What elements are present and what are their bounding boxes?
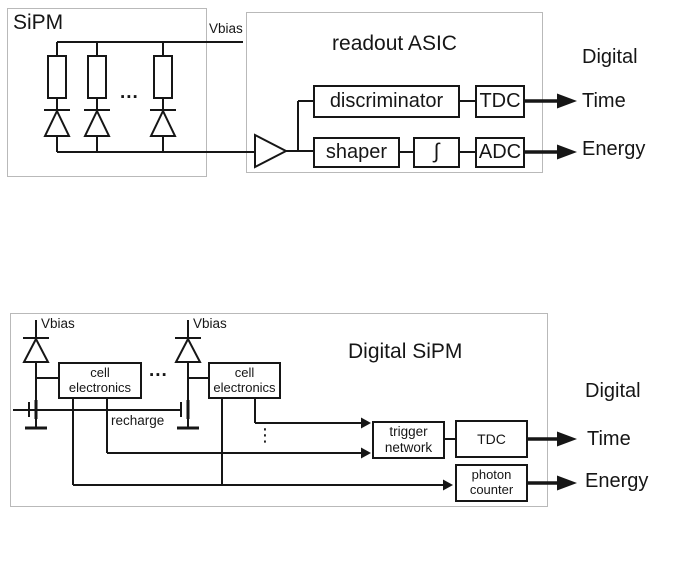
trigger-network-block: trigger network	[372, 421, 445, 459]
sipm-array-ellipsis: ...	[120, 82, 139, 103]
readout-asic-container-box	[246, 12, 543, 173]
vbias-label-cell2: Vbias	[193, 316, 227, 331]
discriminator-label: discriminator	[329, 90, 444, 112]
photon-counter-line1: photon	[471, 467, 512, 483]
trigger-inputs-ellipsis: ⋮	[256, 425, 274, 446]
digital-label-top: Digital	[582, 46, 638, 68]
vbias-label-cell1: Vbias	[41, 316, 75, 331]
shaper-block: shaper	[313, 137, 400, 168]
time-label-bottom: Time	[587, 428, 631, 450]
cell-electronics-block-2: cell electronics	[208, 362, 281, 399]
photon-counter-line2: counter	[469, 482, 514, 497]
cell-electronics-1-line1: cell	[90, 364, 110, 380]
integrator-symbol: ∫	[433, 140, 440, 164]
time-label-top: Time	[582, 90, 626, 112]
discriminator-block: discriminator	[313, 85, 460, 118]
adc-block: ADC	[475, 137, 525, 168]
recharge-label: recharge	[111, 413, 165, 428]
photon-counter-block: photon counter	[455, 464, 528, 502]
sipm-container-box	[7, 8, 207, 177]
cell-electronics-2-line1: cell	[234, 364, 255, 380]
tdc-label-bottom: TDC	[477, 430, 506, 447]
cell-electronics-2-line2: electronics	[213, 379, 276, 395]
energy-label-bottom: Energy	[585, 470, 649, 492]
digital-label-bottom: Digital	[585, 380, 641, 402]
adc-label: ADC	[478, 141, 522, 163]
vbias-label-top: Vbias	[209, 21, 243, 36]
integrator-block: ∫	[413, 137, 460, 168]
trigger-network-line1: trigger	[389, 424, 428, 440]
shaper-label: shaper	[325, 141, 388, 163]
trigger-network-line2: network	[384, 440, 433, 455]
energy-label-top: Energy	[582, 138, 646, 160]
cell-array-ellipsis: ...	[149, 360, 168, 381]
cell-electronics-block-1: cell electronics	[58, 362, 142, 399]
tdc-label-top: TDC	[479, 90, 521, 112]
cell-electronics-1-line2: electronics	[68, 379, 132, 395]
digital-sipm-title: Digital SiPM	[348, 340, 463, 363]
digital-sipm-container-box	[10, 313, 548, 507]
tdc-block-bottom: TDC	[455, 420, 528, 458]
sipm-title: SiPM	[13, 11, 64, 34]
readout-asic-title: readout ASIC	[332, 32, 457, 55]
tdc-block-top: TDC	[475, 85, 525, 118]
